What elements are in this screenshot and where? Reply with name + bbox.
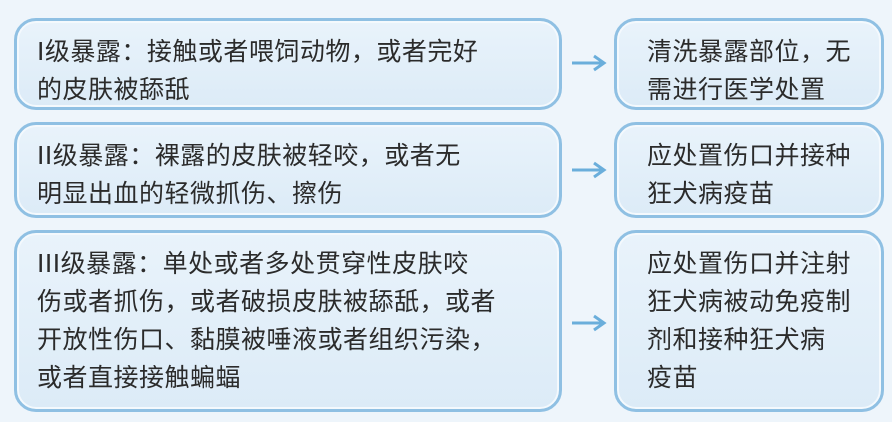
level-1-arrow <box>570 53 610 73</box>
arrow-right-icon <box>572 314 607 332</box>
arrow-right-icon <box>572 161 607 179</box>
level-1-action-box: 清洗暴露部位，无 需进行医学处置 <box>614 18 884 110</box>
arrow-right-icon <box>572 54 607 72</box>
level-2-action-box: 应处置伤口并接种 狂犬病疫苗 <box>614 122 884 218</box>
level-3-action-box: 应处置伤口并注射 狂犬病被动免疫制 剂和接种狂犬病 疫苗 <box>614 230 884 412</box>
level-1-exposure-box: I级暴露：接触或者喂饲动物，或者完好 的皮肤被舔舐 <box>14 18 562 110</box>
level-2-arrow <box>570 160 610 180</box>
level-3-arrow <box>570 313 610 333</box>
level-3-exposure-box: III级暴露：单处或者多处贯穿性皮肤咬 伤或者抓伤，或者破损皮肤被舔舐，或者 开… <box>14 230 562 412</box>
level-2-exposure-box: II级暴露：裸露的皮肤被轻咬，或者无 明显出血的轻微抓伤、擦伤 <box>14 122 562 218</box>
